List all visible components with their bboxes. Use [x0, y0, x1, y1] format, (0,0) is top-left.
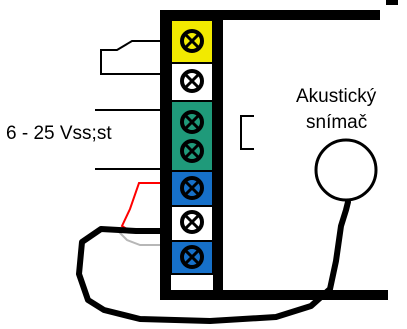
power-supply-leads [95, 109, 160, 170]
sensor-label-line1: Akustický [296, 86, 377, 107]
bracket-mark [240, 115, 254, 150]
screw-terminal [180, 69, 204, 93]
screw-terminal [180, 210, 204, 234]
sensor-cable [76, 199, 351, 324]
sensor-wire-red [120, 182, 160, 232]
terminal-housing [160, 0, 398, 300]
screw-terminal [180, 176, 204, 200]
supply-voltage-label: 6 - 25 Vss;st [6, 123, 112, 144]
screw-terminal [180, 245, 204, 269]
screw-terminal [180, 110, 204, 134]
acoustic-sensor [314, 138, 378, 202]
sensor-label-line2: snímač [306, 112, 368, 133]
screw-terminal [180, 29, 204, 53]
relay-contact [100, 40, 171, 75]
screw-terminal [180, 139, 204, 163]
sensor-wire-gray [118, 231, 160, 246]
